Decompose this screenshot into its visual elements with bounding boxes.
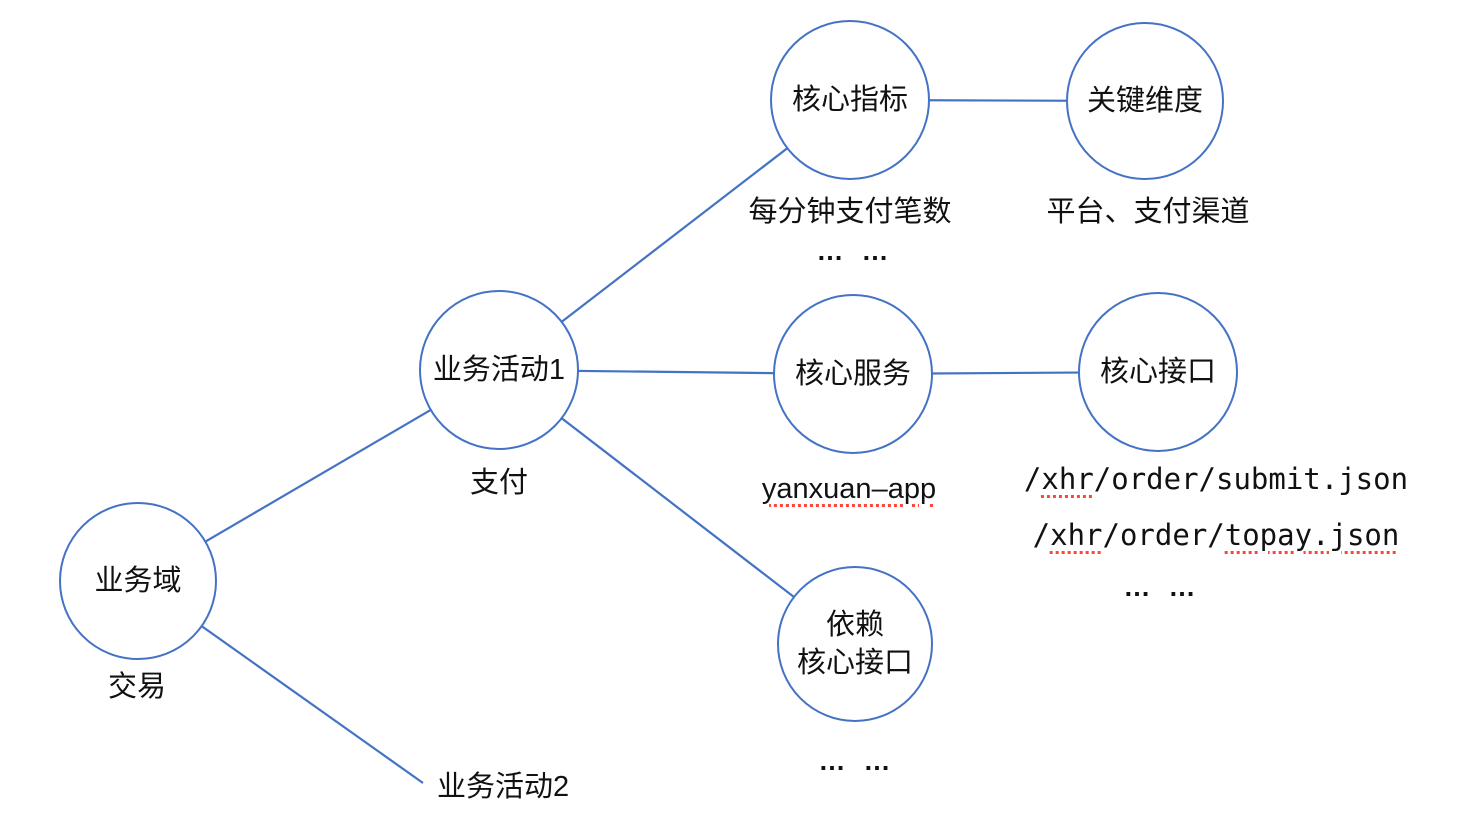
api-path-segment: /order/ <box>1102 518 1225 552</box>
node-label: 核心接口 <box>1099 356 1216 388</box>
api-path-line-1: /xhr/order/submit.json <box>1024 462 1408 496</box>
ellipsis-core-interface: … … <box>1123 572 1197 602</box>
api-path-segment-misspelled: xhr <box>1041 462 1094 496</box>
node-core-interface[interactable]: 核心接口 <box>1078 292 1238 452</box>
node-dependency-core-interface[interactable]: 依赖 核心接口 <box>777 566 933 722</box>
ellipsis-core-metric: … … <box>816 236 890 266</box>
node-label-line2: 核心接口 <box>796 647 913 679</box>
node-core-metric[interactable]: 核心指标 <box>770 20 930 180</box>
api-path-segment-misspelled: topay.json <box>1224 518 1400 552</box>
node-core-service[interactable]: 核心服务 <box>773 294 933 454</box>
caption-business-activity1: 支付 <box>469 467 529 499</box>
api-path-segment: / <box>1023 462 1042 496</box>
caption-key-dimension: 平台、支付渠道 <box>1046 196 1250 228</box>
node-label: 核心服务 <box>794 358 911 390</box>
api-path-segment: / <box>1032 518 1051 552</box>
node-label: 业务域 <box>94 565 182 597</box>
api-path-line-2: /xhr/order/topay.json <box>1033 518 1400 552</box>
node-label: 关键维度 <box>1086 85 1203 117</box>
node-label-line1: 依赖 <box>825 609 884 641</box>
caption-business-domain: 交易 <box>107 671 167 703</box>
node-business-domain[interactable]: 业务域 <box>59 502 217 660</box>
ellipsis-dependency-interface: … … <box>818 746 892 776</box>
api-path-segment: /order/submit.json <box>1093 462 1409 496</box>
api-path-segment-misspelled: xhr <box>1050 518 1103 552</box>
caption-core-service: yanxuan–app <box>761 473 937 505</box>
node-business-activity1[interactable]: 业务活动1 <box>419 290 579 450</box>
label-business-activity2: 业务活动2 <box>437 771 570 803</box>
node-key-dimension[interactable]: 关键维度 <box>1066 22 1224 180</box>
node-label: 业务活动1 <box>432 354 566 386</box>
caption-core-metric: 每分钟支付笔数 <box>748 196 952 228</box>
node-label: 核心指标 <box>791 84 908 116</box>
